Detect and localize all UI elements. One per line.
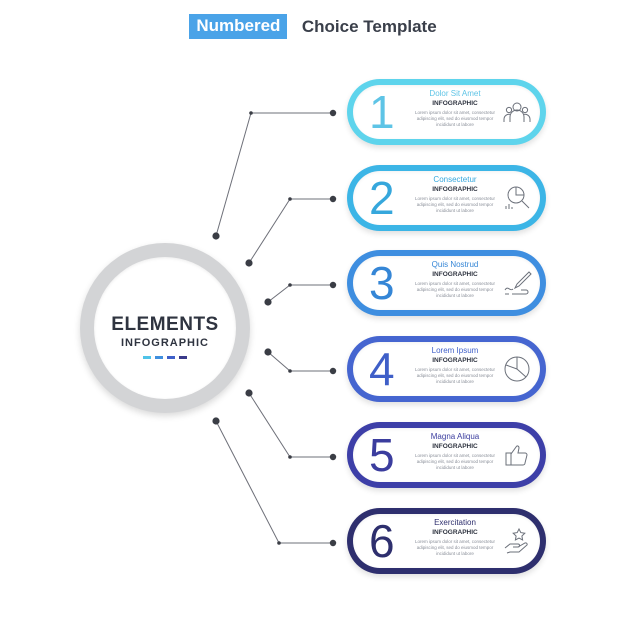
option-subtitle: INFOGRAPHIC [432,357,478,364]
connector-line-3 [267,284,333,303]
hub-inner: ELEMENTS INFOGRAPHIC [94,257,236,399]
hub-dash [155,356,163,359]
hub-dash [167,356,175,359]
connector-dot [329,109,337,117]
title-rest: Choice Template [301,16,437,36]
option-title: Consectetur [433,175,477,184]
connector-dot [329,453,337,461]
thumbs-up-icon [505,445,528,466]
option-card-6: 6 Exercitation INFOGRAPHIC Lorem ipsum d… [347,508,546,574]
hub-title: ELEMENTS [111,314,219,335]
connector-dot [264,298,272,306]
option-card-inner: 6 Exercitation INFOGRAPHIC Lorem ipsum d… [353,514,540,568]
pie-chart-icon [504,356,530,382]
option-title: Quis Nostrud [431,260,479,269]
connector-dot [264,348,272,356]
connector-joint [288,197,292,201]
option-subtitle: INFOGRAPHIC [432,271,478,278]
hub-dashes [94,356,236,359]
option-card-3: 3 Quis Nostrud INFOGRAPHIC Lorem ipsum d… [347,250,546,316]
option-number: 3 [369,257,395,309]
option-title: Lorem Ipsum [431,346,479,355]
connector-line-2 [248,198,333,264]
hand-star-icon [504,527,528,554]
connector-dot [329,539,337,547]
option-body: Lorem ipsum dolor sit amet, consectetur … [414,453,496,470]
option-subtitle: INFOGRAPHIC [432,186,478,193]
option-body: Lorem ipsum dolor sit amet, consectetur … [414,196,496,213]
option-body: Lorem ipsum dolor sit amet, consectetur … [414,110,496,127]
connector-joint [288,455,292,459]
connector-dot [245,389,253,397]
connector-dot [212,417,220,425]
connector-dot [329,281,337,289]
option-card-inner: 1 Dolor Sit Amet INFOGRAPHIC Lorem ipsum… [353,85,540,139]
option-card-inner: 5 Magna Aliqua INFOGRAPHIC Lorem ipsum d… [353,428,540,482]
connector-joint [249,111,253,115]
connector-joint [288,283,292,287]
connector-joint [288,369,292,373]
option-card-5: 5 Magna Aliqua INFOGRAPHIC Lorem ipsum d… [347,422,546,488]
team-icon [503,102,531,122]
option-body: Lorem ipsum dolor sit amet, consectetur … [414,281,496,298]
hub-dash [179,356,187,359]
option-body: Lorem ipsum dolor sit amet, consectetur … [414,367,496,384]
connector-line-6 [215,420,333,544]
option-card-inner: 2 Consectetur INFOGRAPHIC Lorem ipsum do… [353,171,540,225]
connector-dot [329,367,337,375]
option-subtitle: INFOGRAPHIC [432,100,478,107]
option-card-2: 2 Consectetur INFOGRAPHIC Lorem ipsum do… [347,165,546,231]
option-title: Dolor Sit Amet [429,89,481,98]
hub-subtitle: INFOGRAPHIC [121,337,209,349]
option-number: 6 [369,515,395,567]
connector-line-5 [248,392,333,458]
connector-dot [329,195,337,203]
option-card-inner: 3 Quis Nostrud INFOGRAPHIC Lorem ipsum d… [353,256,540,310]
title-highlight: Numbered [189,14,288,39]
hub-dash [143,356,151,359]
connector-dot [245,259,253,267]
option-card-1: 1 Dolor Sit Amet INFOGRAPHIC Lorem ipsum… [347,79,546,145]
connector-line-4 [267,351,333,372]
option-title: Exercitation [434,518,476,527]
option-title: Magna Aliqua [430,432,480,441]
option-subtitle: INFOGRAPHIC [432,529,478,536]
option-card-4: 4 Lorem Ipsum INFOGRAPHIC Lorem ipsum do… [347,336,546,402]
connector-line-1 [215,112,333,237]
chart-magnifier-icon [505,186,530,209]
connector-joint [277,541,281,545]
signature-icon [504,271,532,295]
option-body: Lorem ipsum dolor sit amet, consectetur … [414,539,496,556]
option-number: 5 [369,429,395,481]
option-number: 2 [369,172,395,224]
connector-dot [212,232,220,240]
option-subtitle: INFOGRAPHIC [432,443,478,450]
central-hub-circle: ELEMENTS INFOGRAPHIC [80,243,250,413]
option-number: 1 [369,86,395,138]
option-card-inner: 4 Lorem Ipsum INFOGRAPHIC Lorem ipsum do… [353,342,540,396]
page-header: Numbered Choice Template [0,14,626,39]
option-number: 4 [369,343,395,395]
